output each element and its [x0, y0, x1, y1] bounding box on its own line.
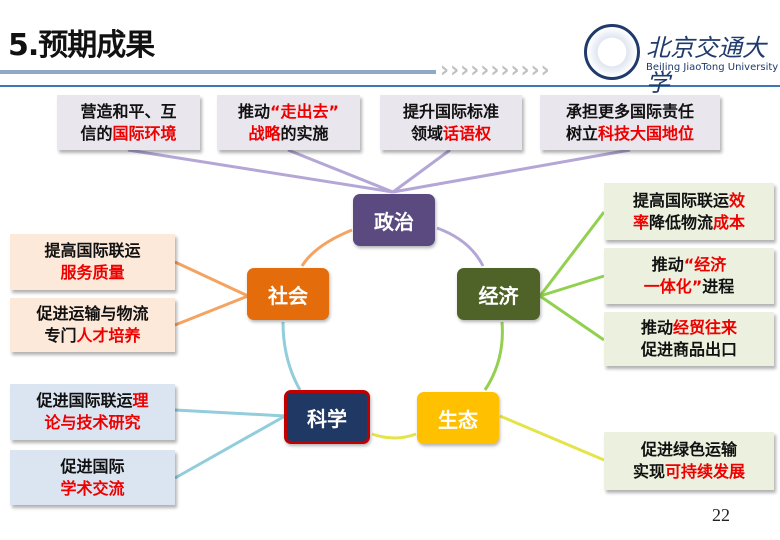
box-line: 促进国际 — [60, 456, 124, 478]
right-outcome-box: 推动经贸往来促进商品出口 — [604, 312, 774, 366]
header-line — [0, 85, 780, 87]
box-text: 实现 — [632, 462, 665, 481]
page-title: 5.预期成果 — [8, 28, 155, 63]
box-line: 提高国际联运效 — [633, 190, 745, 212]
left-outcome-box: 促进国际学术交流 — [10, 450, 175, 505]
right-outcome-box: 促进绿色运输实现可持续发展 — [604, 432, 774, 490]
box-line: 提高国际联运 — [44, 240, 140, 262]
box-line: 树立科技大国地位 — [566, 123, 694, 145]
box-text: 专门 — [44, 326, 77, 345]
node-science: 科学 — [284, 390, 370, 444]
box-text: 推动 — [640, 318, 673, 337]
box-line: 提升国际标准 — [403, 101, 499, 123]
highlight-text: 国际环境 — [112, 123, 177, 143]
box-line: 论与技术研究 — [44, 412, 140, 434]
highlight-text: 学术交流 — [60, 478, 125, 498]
box-line: 实现可持续发展 — [633, 461, 745, 483]
box-line: 专门人才培养 — [44, 325, 140, 347]
box-line: 促进国际联运理 — [36, 390, 148, 412]
header-rule — [0, 70, 436, 74]
highlight-text: 人才培养 — [76, 326, 141, 345]
box-text: 领域 — [410, 123, 443, 143]
box-line: 推动“走出去” — [238, 101, 339, 123]
highlight-text: 科技大国地位 — [598, 123, 695, 143]
box-text: 降低物流 — [648, 212, 713, 232]
box-line: 率降低物流成本 — [633, 212, 745, 234]
box-line: 战略的实施 — [248, 123, 328, 145]
university-seal-icon — [584, 24, 640, 80]
box-line: 信的国际环境 — [80, 123, 176, 145]
box-line: 营造和平、互 — [80, 101, 176, 123]
box-text: 促进国际联运 — [36, 391, 133, 410]
box-text: 促进国际 — [60, 456, 125, 476]
box-text: 营造和平、互 — [80, 101, 177, 121]
box-line: 促进运输与物流 — [36, 303, 148, 325]
box-text: 推动 — [237, 101, 270, 121]
highlight-text: 理 — [132, 391, 149, 410]
left-outcome-box: 促进运输与物流专门人才培养 — [10, 298, 175, 352]
box-line: 推动“经济 — [652, 254, 727, 276]
node-society: 社会 — [247, 268, 329, 320]
box-text: 的实施 — [280, 123, 329, 143]
box-text: 信的 — [80, 123, 113, 143]
node-economy: 经济 — [457, 268, 540, 320]
highlight-text: 效 — [729, 190, 746, 210]
box-text: 提升国际标准 — [402, 101, 499, 121]
header-chevrons: ››››››››››› — [440, 58, 551, 83]
top-outcome-box: 提升国际标准领域话语权 — [380, 95, 522, 150]
page-number: 22 — [712, 505, 730, 525]
left-outcome-box: 促进国际联运理论与技术研究 — [10, 384, 175, 440]
highlight-text: 可持续发展 — [665, 462, 746, 481]
university-logo-subtitle: BeiJing JiaoTong University — [646, 62, 779, 73]
top-outcome-box: 营造和平、互信的国际环境 — [57, 95, 200, 150]
box-line: 促进绿色运输 — [641, 439, 737, 461]
box-text: 促进绿色运输 — [640, 440, 737, 459]
box-line: 服务质量 — [60, 262, 124, 284]
right-outcome-box: 推动“经济一体化”进程 — [604, 248, 774, 304]
highlight-text: 论与技术研究 — [44, 413, 141, 432]
box-line: 一体化”进程 — [644, 276, 735, 298]
box-text: 树立 — [565, 123, 598, 143]
highlight-text: 经贸往来 — [673, 318, 738, 337]
highlight-text: “经济 — [683, 255, 727, 274]
box-text: 进程 — [702, 277, 735, 296]
box-line: 承担更多国际责任 — [566, 101, 694, 123]
university-logo-name: 北京交通大学 — [646, 34, 766, 97]
highlight-text: 服务质量 — [60, 263, 125, 282]
box-text: 促进运输与物流 — [36, 304, 149, 323]
highlight-text: 话语权 — [443, 123, 492, 143]
top-outcome-box: 承担更多国际责任树立科技大国地位 — [540, 95, 720, 150]
top-outcome-box: 推动“走出去”战略的实施 — [217, 95, 360, 150]
highlight-text: 战略 — [248, 123, 281, 143]
box-line: 推动经贸往来 — [641, 317, 737, 339]
box-line: 促进商品出口 — [641, 339, 737, 361]
box-text: 提高国际联运 — [632, 190, 729, 210]
box-text: 推动 — [651, 255, 684, 274]
highlight-text: 率 — [632, 212, 649, 232]
box-text: 促进商品出口 — [640, 340, 737, 359]
right-outcome-box: 提高国际联运效率降低物流成本 — [604, 183, 774, 240]
node-ecology: 生态 — [417, 392, 499, 444]
highlight-text: 一体化” — [643, 277, 703, 296]
box-text: 提高国际联运 — [44, 241, 141, 260]
box-line: 领域话语权 — [411, 123, 491, 145]
node-politics: 政治 — [353, 194, 435, 246]
left-outcome-box: 提高国际联运服务质量 — [10, 234, 175, 290]
box-text: 承担更多国际责任 — [565, 101, 694, 121]
highlight-text: “走出去” — [269, 101, 340, 121]
highlight-text: 成本 — [713, 212, 746, 232]
box-line: 学术交流 — [60, 478, 124, 500]
